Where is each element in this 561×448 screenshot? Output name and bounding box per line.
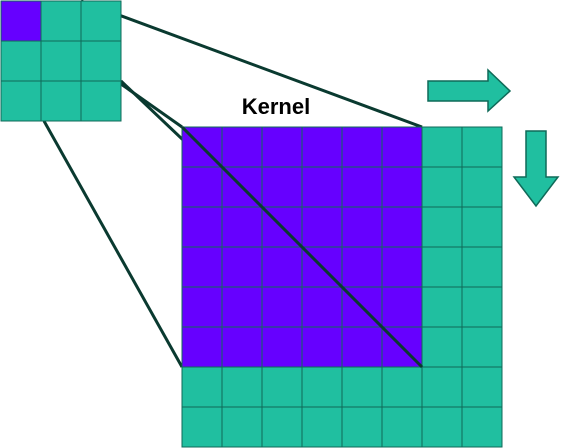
kernel-cell (181, 326, 223, 368)
arrows (427, 68, 560, 208)
grid-cell (461, 366, 503, 408)
kernel-cell (261, 286, 303, 328)
kernel-cell (341, 246, 383, 288)
kernel-label: Kernel (241, 94, 311, 119)
grid-cell (421, 406, 463, 448)
small-grid-cell (40, 0, 82, 42)
grid-cell (301, 366, 343, 408)
grid-cell (221, 406, 263, 448)
arrow-down-icon (512, 130, 560, 208)
arrow-right-icon (427, 68, 512, 113)
grid-cell (421, 286, 463, 328)
connector-line-corner (120, 82, 183, 129)
grid-cell (461, 246, 503, 288)
grid-cell (421, 126, 463, 168)
kernel-cell (381, 286, 423, 328)
grid-cell (181, 366, 223, 408)
grid-cell (421, 166, 463, 208)
kernel-cell (301, 326, 343, 368)
large-grid (181, 126, 503, 448)
grid-cell (261, 406, 303, 448)
grid-cell (421, 366, 463, 408)
connector-line-top (80, 0, 423, 129)
connector-line-bottom (42, 120, 184, 368)
kernel-cell (261, 326, 303, 368)
kernel-cell (341, 126, 383, 168)
kernel-cell (301, 126, 343, 168)
kernel-cell (221, 206, 263, 248)
grid-cell (181, 406, 223, 448)
small-grid-cell (0, 40, 42, 82)
kernel-cell (301, 166, 343, 208)
grid-cell (381, 366, 423, 408)
kernel-cell (341, 166, 383, 208)
small-grid-cell (80, 80, 122, 122)
small-grid-cell (80, 40, 122, 82)
kernel-cell (381, 206, 423, 248)
grid-cell (461, 326, 503, 368)
kernel-cell (301, 286, 343, 328)
kernel-cell (221, 286, 263, 328)
grid-cell (461, 126, 503, 168)
kernel-cell (381, 166, 423, 208)
kernel-cell (221, 326, 263, 368)
grid-cell (461, 406, 503, 448)
grid-cell (421, 246, 463, 288)
small-grid-cell (0, 80, 42, 122)
grid-cell (381, 406, 423, 448)
kernel-cell (301, 206, 343, 248)
grid-cell (461, 286, 503, 328)
kernel-cell (221, 246, 263, 288)
kernel-cell (181, 206, 223, 248)
grid-cell (421, 206, 463, 248)
grid-cell (461, 206, 503, 248)
kernel-cell (181, 166, 223, 208)
grid-cell (341, 366, 383, 408)
grid-cell (221, 366, 263, 408)
kernel-cell (381, 246, 423, 288)
kernel-cell (261, 166, 303, 208)
kernel-cell (381, 126, 423, 168)
grid-cell (261, 366, 303, 408)
grid-cell (341, 406, 383, 448)
small-grid (0, 0, 122, 122)
kernel-cell (181, 286, 223, 328)
kernel-cell (341, 206, 383, 248)
kernel-cell (261, 126, 303, 168)
small-grid-cell (40, 80, 82, 122)
kernel-cell (181, 246, 223, 288)
small-grid-highlighted-cell (0, 0, 42, 42)
kernel-cell (261, 246, 303, 288)
kernel-diagonal-line (180, 125, 424, 369)
kernel-cell (221, 126, 263, 168)
small-grid-cell (40, 40, 82, 82)
grid-cell (421, 326, 463, 368)
grid-cell (301, 406, 343, 448)
kernel-cell (341, 326, 383, 368)
grid-cell (461, 166, 503, 208)
small-grid-cell (80, 0, 122, 42)
